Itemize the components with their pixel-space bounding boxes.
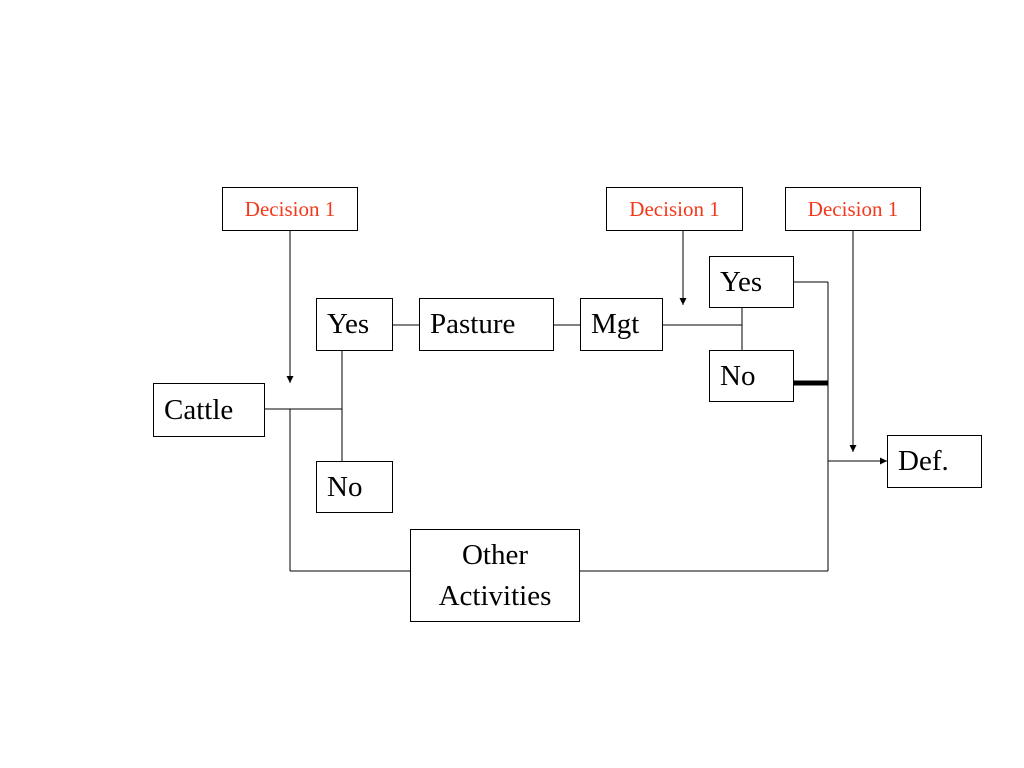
def-box: Def.: [887, 435, 982, 488]
no-box-2: No: [709, 350, 794, 402]
cattle-box: Cattle: [153, 383, 265, 437]
other-activities-box: Other Activities: [410, 529, 580, 622]
decision-3-box: Decision 1: [785, 187, 921, 231]
yes-box-2: Yes: [709, 256, 794, 308]
decision-1-box: Decision 1: [222, 187, 358, 231]
mgt-box: Mgt: [580, 298, 663, 351]
decision-2-box: Decision 1: [606, 187, 743, 231]
no-box-1: No: [316, 461, 393, 513]
yes-box-1: Yes: [316, 298, 393, 351]
pasture-box: Pasture: [419, 298, 554, 351]
